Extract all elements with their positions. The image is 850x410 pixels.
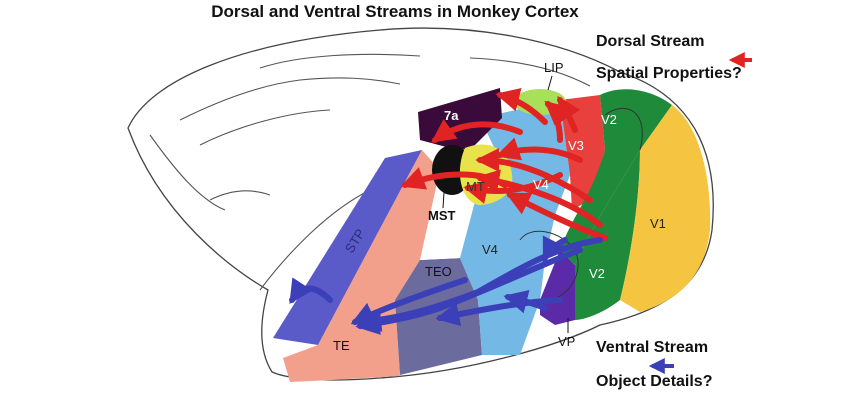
label-v4-upper: V4 [533, 177, 549, 192]
label-v1: V1 [650, 216, 666, 231]
label-mt: MT [466, 179, 485, 194]
legend-ventral-name: Ventral Stream [596, 339, 708, 356]
label-v2-upper: V2 [601, 112, 617, 127]
sulci-lines [149, 53, 591, 291]
legend-ventral-description: Object Details? [596, 373, 712, 390]
label-vp: VP [558, 334, 575, 349]
label-te: TE [333, 338, 350, 353]
ventral-stream-arrows [289, 235, 603, 335]
area-vp [540, 250, 575, 325]
mst-pointer-line [442, 191, 445, 209]
area-v1 [620, 105, 711, 312]
legend-dorsal-name: Dorsal Stream [596, 33, 705, 50]
area-v2-lower [575, 150, 640, 320]
area-v2 [560, 89, 672, 265]
legend-dorsal-description: Spatial Properties? [596, 65, 742, 82]
label-mst: MST [428, 208, 456, 223]
label-teo: TEO [425, 264, 452, 279]
label-v4-lower: V4 [482, 242, 498, 257]
area-te [283, 150, 440, 382]
dorsal-stream-arrows [400, 88, 608, 241]
lip-pointer-line [547, 75, 553, 91]
label-7a: 7a [444, 108, 459, 123]
label-v3: V3 [568, 138, 584, 153]
label-lip: LIP [544, 60, 564, 75]
diagram-title: Dorsal and Ventral Streams in Monkey Cor… [211, 2, 579, 21]
label-v2-lower: V2 [589, 266, 605, 281]
